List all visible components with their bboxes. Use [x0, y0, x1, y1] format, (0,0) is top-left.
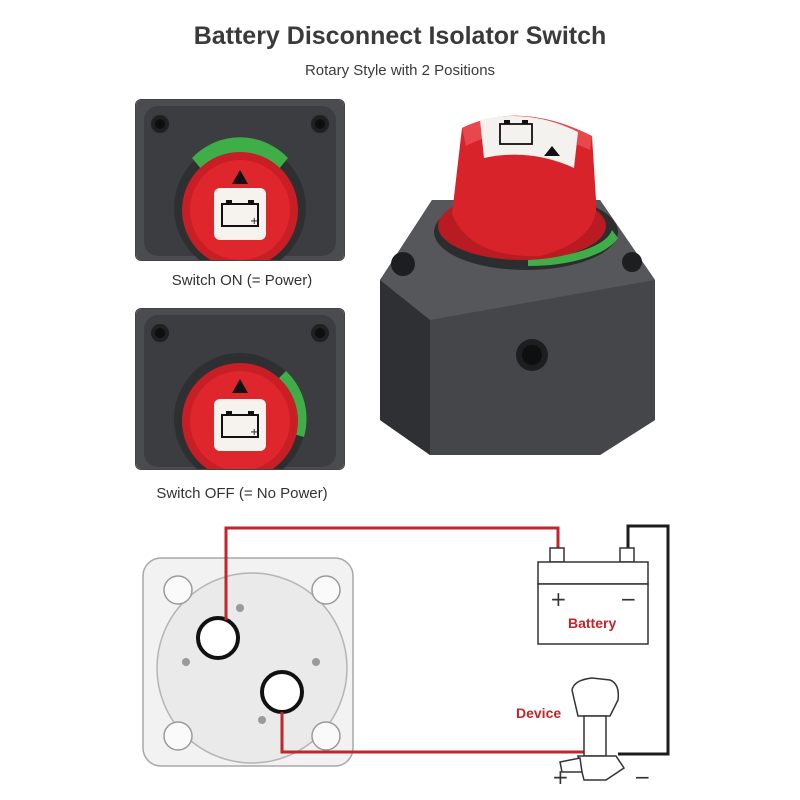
arrow-up-icon [232, 170, 248, 184]
page-title: Battery Disconnect Isolator Switch [193, 22, 607, 50]
battery-icon: + [214, 399, 266, 451]
switch-off-caption: Switch OFF (= No Power) [156, 485, 328, 502]
arrow-up-icon [544, 146, 560, 156]
switch-face [156, 572, 348, 764]
device-plus-sign: + [552, 765, 569, 789]
switch-off-panel: + [135, 308, 345, 470]
switch-on-caption: Switch ON (= Power) [171, 272, 313, 289]
battery-minus-sign: − [620, 587, 637, 611]
switch-on-photo: + [136, 100, 344, 260]
battery-label: Battery [568, 615, 616, 631]
page-subtitle: Rotary Style with 2 Positions [304, 62, 496, 79]
battery-icon: + [214, 188, 266, 240]
battery-icon [499, 120, 533, 145]
switch-on-panel: + [135, 99, 345, 261]
outboard-motor-icon [559, 677, 626, 781]
mounting-holes [163, 575, 341, 751]
battery-icon [537, 547, 649, 645]
red-wire-battery [224, 526, 560, 620]
svg-text:+: + [250, 427, 258, 438]
battery-plus-sign: + [550, 587, 567, 611]
screw-marks [182, 604, 320, 724]
switch-outline [142, 557, 354, 767]
terminal-1 [196, 616, 240, 660]
terminal-2 [260, 670, 304, 714]
device-label: Device [516, 705, 561, 721]
black-wire [618, 524, 670, 756]
switch-off-photo: + [136, 309, 344, 469]
red-wire-device [280, 712, 584, 754]
svg-text:+: + [250, 216, 258, 227]
arrow-up-icon [232, 379, 248, 393]
device-minus-sign: − [634, 765, 651, 789]
